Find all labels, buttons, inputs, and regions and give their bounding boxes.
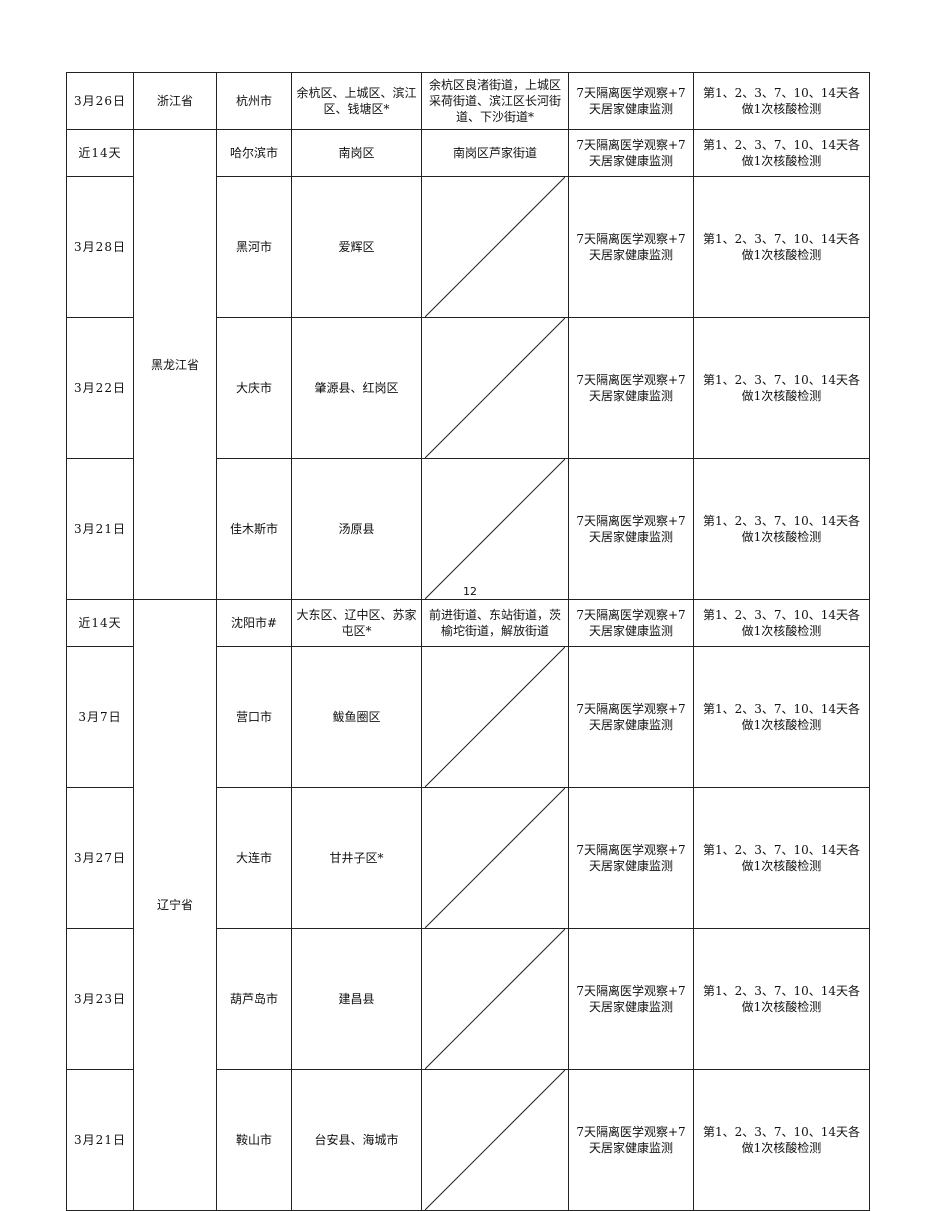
district-cell: 余杭区、上城区、滨江区、钱塘区* bbox=[291, 72, 422, 130]
diagonal-slash-mark bbox=[425, 459, 565, 599]
district-cell: 汤原县 bbox=[291, 458, 422, 600]
city-cell: 大庆市 bbox=[216, 317, 292, 459]
date-cell: 3月22日 bbox=[66, 317, 134, 459]
testing-cell: 第1、2、3、7、10、14天各做1次核酸检测 bbox=[693, 646, 870, 788]
date-cell: 近14天 bbox=[66, 599, 134, 647]
measure-cell: 7天隔离医学观察+7天居家健康监测 bbox=[568, 928, 694, 1070]
date-cell: 3月21日 bbox=[66, 1069, 134, 1211]
diagonal-slash-mark bbox=[425, 318, 565, 458]
testing-cell: 第1、2、3、7、10、14天各做1次核酸检测 bbox=[693, 72, 870, 130]
date-cell: 3月23日 bbox=[66, 928, 134, 1070]
empty-street-cell bbox=[421, 928, 569, 1070]
diagonal-slash-mark bbox=[425, 788, 565, 928]
city-cell: 黑河市 bbox=[216, 176, 292, 318]
table-row: 3月22日 大庆市 肇源县、红岗区 7天隔离医学观察+7天居家健康监测 第1、2… bbox=[66, 317, 870, 459]
testing-cell: 第1、2、3、7、10、14天各做1次核酸检测 bbox=[693, 599, 870, 647]
city-cell: 鞍山市 bbox=[216, 1069, 292, 1211]
measure-cell: 7天隔离医学观察+7天居家健康监测 bbox=[568, 646, 694, 788]
district-cell: 爱辉区 bbox=[291, 176, 422, 318]
measure-cell: 7天隔离医学观察+7天居家健康监测 bbox=[568, 129, 694, 177]
testing-cell: 第1、2、3、7、10、14天各做1次核酸检测 bbox=[693, 1069, 870, 1211]
measure-cell: 7天隔离医学观察+7天居家健康监测 bbox=[568, 787, 694, 929]
table-row: 3月28日 黑河市 爱辉区 7天隔离医学观察+7天居家健康监测 第1、2、3、7… bbox=[66, 176, 870, 318]
measure-cell: 7天隔离医学观察+7天居家健康监测 bbox=[568, 599, 694, 647]
table-row: 近14天 黑龙江省 哈尔滨市 南岗区 南岗区芦家街道 7天隔离医学观察+7天居家… bbox=[66, 129, 870, 600]
district-cell: 台安县、海城市 bbox=[291, 1069, 422, 1211]
province-cell: 浙江省 bbox=[133, 72, 217, 130]
measure-cell: 7天隔离医学观察+7天居家健康监测 bbox=[568, 72, 694, 130]
empty-street-cell bbox=[421, 458, 569, 600]
district-cell: 大东区、辽中区、苏家屯区* bbox=[291, 599, 422, 647]
street-cell: 南岗区芦家街道 bbox=[421, 129, 569, 177]
testing-cell: 第1、2、3、7、10、14天各做1次核酸检测 bbox=[693, 787, 870, 929]
street-cell: 余杭区良渚街道，上城区采荷街道、滨江区长河街道、下沙街道* bbox=[421, 72, 569, 130]
date-cell: 3月7日 bbox=[66, 646, 134, 788]
province-cell: 黑龙江省 bbox=[133, 129, 217, 600]
diagonal-slash-mark bbox=[425, 1070, 565, 1210]
empty-street-cell bbox=[421, 646, 569, 788]
measure-cell: 7天隔离医学观察+7天居家健康监测 bbox=[568, 176, 694, 318]
district-cell: 甘井子区* bbox=[291, 787, 422, 929]
date-cell: 3月28日 bbox=[66, 176, 134, 318]
measure-cell: 7天隔离医学观察+7天居家健康监测 bbox=[568, 458, 694, 600]
street-cell: 前进街道、东站街道，茨榆坨街道，解放街道 bbox=[421, 599, 569, 647]
city-cell: 杭州市 bbox=[216, 72, 292, 130]
city-cell: 哈尔滨市 bbox=[216, 129, 292, 177]
district-cell: 建昌县 bbox=[291, 928, 422, 1070]
diagonal-slash-mark bbox=[425, 647, 565, 787]
district-cell: 肇源县、红岗区 bbox=[291, 317, 422, 459]
measure-cell: 7天隔离医学观察+7天居家健康监测 bbox=[568, 317, 694, 459]
district-cell: 南岗区 bbox=[291, 129, 422, 177]
table-row: 3月26日 浙江省 杭州市 余杭区、上城区、滨江区、钱塘区* 余杭区良渚街道，上… bbox=[66, 72, 870, 130]
diagonal-slash-mark bbox=[425, 929, 565, 1069]
date-cell: 近14天 bbox=[66, 129, 134, 177]
testing-cell: 第1、2、3、7、10、14天各做1次核酸检测 bbox=[693, 928, 870, 1070]
measure-cell: 7天隔离医学观察+7天居家健康监测 bbox=[568, 1069, 694, 1211]
testing-cell: 第1、2、3、7、10、14天各做1次核酸检测 bbox=[693, 176, 870, 318]
testing-cell: 第1、2、3、7、10、14天各做1次核酸检测 bbox=[693, 458, 870, 600]
date-cell: 3月26日 bbox=[66, 72, 134, 130]
province-cell: 辽宁省 bbox=[133, 599, 217, 1211]
city-cell: 沈阳市# bbox=[216, 599, 292, 647]
table-row: 近14天 辽宁省 沈阳市# 大东区、辽中区、苏家屯区* 前进街道、东站街道，茨榆… bbox=[66, 599, 870, 1211]
city-cell: 葫芦岛市 bbox=[216, 928, 292, 1070]
testing-cell: 第1、2、3、7、10、14天各做1次核酸检测 bbox=[693, 317, 870, 459]
risk-area-table: 3月26日 浙江省 杭州市 余杭区、上城区、滨江区、钱塘区* 余杭区良渚街道，上… bbox=[66, 72, 870, 1211]
city-cell: 大连市 bbox=[216, 787, 292, 929]
date-cell: 3月27日 bbox=[66, 787, 134, 929]
city-cell: 营口市 bbox=[216, 646, 292, 788]
empty-street-cell bbox=[421, 787, 569, 929]
empty-street-cell bbox=[421, 317, 569, 459]
empty-street-cell bbox=[421, 1069, 569, 1211]
district-cell: 鲅鱼圈区 bbox=[291, 646, 422, 788]
diagonal-slash-mark bbox=[425, 177, 565, 317]
testing-cell: 第1、2、3、7、10、14天各做1次核酸检测 bbox=[693, 129, 870, 177]
table-row: 3月21日 佳木斯市 汤原县 7天隔离医学观察+7天居家健康监测 第1、2、3、… bbox=[66, 458, 870, 600]
empty-street-cell bbox=[421, 176, 569, 318]
page-number: 12 bbox=[463, 585, 477, 598]
date-cell: 3月21日 bbox=[66, 458, 134, 600]
city-cell: 佳木斯市 bbox=[216, 458, 292, 600]
